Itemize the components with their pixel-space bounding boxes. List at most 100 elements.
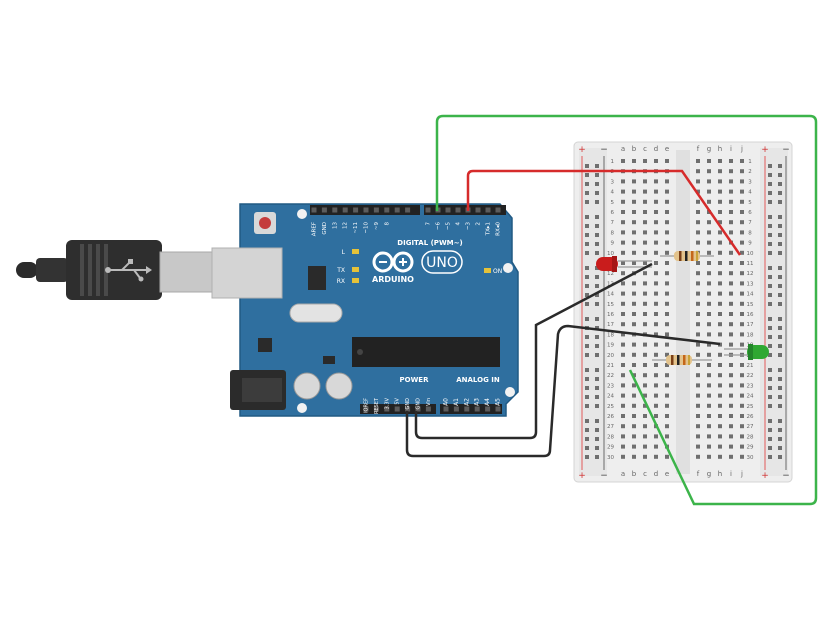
breadboard-hole[interactable] xyxy=(654,434,658,439)
breadboard-hole[interactable] xyxy=(665,159,669,163)
rail-hole[interactable] xyxy=(768,251,772,255)
breadboard-hole[interactable] xyxy=(718,240,722,245)
rail-hole[interactable] xyxy=(778,242,782,246)
breadboard-hole[interactable] xyxy=(643,373,647,378)
rail-hole[interactable] xyxy=(778,173,782,177)
breadboard-hole[interactable] xyxy=(654,322,658,327)
breadboard-hole[interactable] xyxy=(707,159,711,163)
rail-hole[interactable] xyxy=(768,317,772,321)
breadboard-hole[interactable] xyxy=(665,332,669,337)
breadboard-hole[interactable] xyxy=(718,393,722,398)
breadboard-hole[interactable] xyxy=(740,383,744,388)
breadboard-hole[interactable] xyxy=(621,373,625,378)
breadboard-hole[interactable] xyxy=(654,373,658,378)
breadboard-hole[interactable] xyxy=(707,322,711,327)
rail-hole[interactable] xyxy=(778,293,782,297)
rail-hole[interactable] xyxy=(595,200,599,204)
breadboard-hole[interactable] xyxy=(740,434,744,439)
rail-hole[interactable] xyxy=(595,317,599,321)
breadboard-hole[interactable] xyxy=(696,281,700,286)
breadboard-hole[interactable] xyxy=(696,332,700,337)
breadboard-hole[interactable] xyxy=(632,230,636,235)
black-wire-resistor[interactable] xyxy=(405,324,721,458)
breadboard-hole[interactable] xyxy=(632,240,636,245)
rail-hole[interactable] xyxy=(585,404,589,408)
rail-hole[interactable] xyxy=(585,395,589,399)
breadboard-hole[interactable] xyxy=(665,342,669,347)
breadboard-hole[interactable] xyxy=(718,383,722,388)
breadboard-hole[interactable] xyxy=(665,322,669,327)
breadboard-hole[interactable] xyxy=(707,250,711,255)
breadboard-hole[interactable] xyxy=(632,189,636,194)
rail-hole[interactable] xyxy=(778,368,782,372)
breadboard-hole[interactable] xyxy=(718,352,722,357)
breadboard-hole[interactable] xyxy=(729,342,733,347)
breadboard-hole[interactable] xyxy=(729,179,733,184)
breadboard-hole[interactable] xyxy=(621,240,625,245)
breadboard-hole[interactable] xyxy=(718,210,722,214)
rail-hole[interactable] xyxy=(768,326,772,330)
header-pin-hole[interactable] xyxy=(384,207,390,213)
rail-hole[interactable] xyxy=(585,251,589,255)
breadboard-hole[interactable] xyxy=(729,434,733,439)
rail-hole[interactable] xyxy=(778,164,782,168)
breadboard-hole[interactable] xyxy=(643,271,647,276)
breadboard-hole[interactable] xyxy=(643,291,647,296)
breadboard-hole[interactable] xyxy=(696,199,700,204)
rail-hole[interactable] xyxy=(778,215,782,219)
rail-hole[interactable] xyxy=(778,284,782,288)
breadboard-hole[interactable] xyxy=(707,271,711,276)
digital-header-right[interactable] xyxy=(424,205,506,215)
breadboard-hole[interactable] xyxy=(654,403,658,408)
breadboard-hole[interactable] xyxy=(643,403,647,408)
rail-hole[interactable] xyxy=(585,386,589,390)
breadboard-hole[interactable] xyxy=(643,240,647,245)
breadboard-hole[interactable] xyxy=(654,444,658,449)
breadboard-hole[interactable] xyxy=(718,189,722,194)
breadboard-hole[interactable] xyxy=(729,301,733,306)
breadboard-hole[interactable] xyxy=(740,261,744,265)
green-wire[interactable] xyxy=(435,114,818,506)
rail-hole[interactable] xyxy=(595,368,599,372)
header-pin-hole[interactable] xyxy=(485,207,491,213)
rail-hole[interactable] xyxy=(585,233,589,237)
header-pin-hole[interactable] xyxy=(394,406,400,412)
breadboard-hole[interactable] xyxy=(740,169,744,174)
breadboard-hole[interactable] xyxy=(718,454,722,459)
breadboard-hole[interactable] xyxy=(665,352,669,357)
breadboard-hole[interactable] xyxy=(621,424,625,429)
rail-hole[interactable] xyxy=(768,224,772,228)
rail-hole[interactable] xyxy=(595,446,599,450)
breadboard-hole[interactable] xyxy=(643,352,647,357)
rail-hole[interactable] xyxy=(768,386,772,390)
breadboard-hole[interactable] xyxy=(740,312,744,316)
breadboard-hole[interactable] xyxy=(740,373,744,378)
breadboard-hole[interactable] xyxy=(665,454,669,459)
rail-hole[interactable] xyxy=(595,173,599,177)
breadboard-hole[interactable] xyxy=(632,179,636,184)
breadboard-hole[interactable] xyxy=(707,291,711,296)
breadboard-hole[interactable] xyxy=(621,291,625,296)
breadboard-hole[interactable] xyxy=(729,250,733,255)
header-pin-hole[interactable] xyxy=(373,207,379,213)
breadboard-hole[interactable] xyxy=(621,159,625,163)
breadboard-hole[interactable] xyxy=(718,301,722,306)
breadboard-hole[interactable] xyxy=(632,159,636,163)
breadboard-hole[interactable] xyxy=(654,250,658,255)
breadboard-hole[interactable] xyxy=(740,332,744,337)
breadboard-hole[interactable] xyxy=(707,332,711,337)
breadboard-hole[interactable] xyxy=(665,434,669,439)
breadboard-hole[interactable] xyxy=(654,159,658,163)
rail-hole[interactable] xyxy=(595,335,599,339)
rail-hole[interactable] xyxy=(768,446,772,450)
breadboard-hole[interactable] xyxy=(621,281,625,286)
breadboard-hole[interactable] xyxy=(740,220,744,225)
header-pin-hole[interactable] xyxy=(425,406,431,412)
rail-hole[interactable] xyxy=(585,455,589,459)
breadboard-hole[interactable] xyxy=(696,210,700,214)
breadboard-hole[interactable] xyxy=(718,403,722,408)
breadboard-hole[interactable] xyxy=(740,240,744,245)
breadboard-hole[interactable] xyxy=(718,220,722,225)
breadboard-hole[interactable] xyxy=(696,240,700,245)
rail-hole[interactable] xyxy=(778,266,782,270)
